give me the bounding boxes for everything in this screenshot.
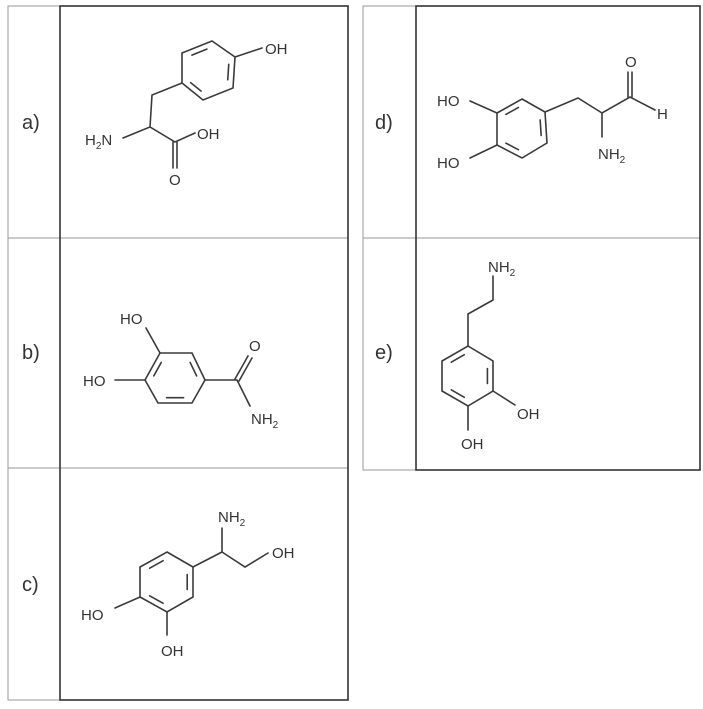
double-bond-line (450, 389, 466, 399)
hydroxyl-label: HO (81, 607, 104, 624)
double-bond-line (152, 361, 163, 377)
label-e: e) (375, 342, 393, 364)
label-b: b) (22, 342, 40, 364)
benzene-ring (496, 98, 548, 159)
bonds (114, 327, 253, 407)
hydroxyl-label: OH (161, 643, 184, 660)
hydroxyl-label: OH (461, 436, 484, 453)
hydroxyl-label: HO (437, 155, 460, 172)
right-structure-frame (415, 5, 701, 471)
bonds (122, 47, 263, 169)
amide-nh2-label: NH2 (251, 411, 279, 431)
double-bond-line (505, 106, 520, 116)
ring-outline (144, 352, 206, 404)
double-bond-line (189, 361, 198, 377)
ring-outline (139, 551, 194, 613)
hydroxyl-label: HO (120, 311, 143, 328)
hydroxyl-label: HO (83, 373, 106, 390)
ring-outline (441, 345, 494, 407)
benzene-ring (181, 40, 236, 101)
label-a: a) (22, 112, 40, 134)
molecule-e: NH2 OH OH (441, 259, 540, 453)
molecule-d: HO HO O H NH2 (437, 54, 668, 172)
hydroxyl-label: OH (265, 41, 288, 58)
carbonyl-o-label: O (625, 54, 637, 71)
bonds (469, 71, 656, 159)
benzene-ring (139, 551, 194, 613)
double-bond-line (148, 595, 164, 605)
carbonyl-o-label: O (169, 172, 181, 189)
double-bond-line (191, 48, 208, 56)
amine-label: NH2 (218, 509, 246, 529)
bonds (114, 527, 269, 636)
molecule-c: NH2 OH HO OH (81, 509, 295, 660)
double-bond-line (505, 142, 520, 151)
left-table (7, 5, 349, 701)
acid-oh-label: OH (197, 126, 220, 143)
hydroxyl-label: OH (272, 545, 295, 562)
benzene-ring (441, 345, 494, 407)
double-bond-line (189, 81, 202, 92)
amine-label: NH2 (488, 259, 516, 279)
bonds (467, 275, 516, 431)
ring-outline (181, 40, 236, 101)
molecule-a: OH H2N OH O (85, 40, 288, 189)
right-table (362, 5, 701, 471)
double-bond-line (539, 119, 542, 137)
molecule-b: HO HO O NH2 (83, 311, 279, 431)
double-bond-line (226, 63, 230, 81)
double-bond-line (450, 353, 466, 363)
benzene-ring (144, 352, 206, 404)
ring-outline (496, 98, 548, 159)
aldehyde-h-label: H (657, 106, 668, 123)
label-c: c) (22, 574, 39, 596)
hydroxyl-label: OH (517, 406, 540, 423)
label-d: d) (375, 112, 393, 134)
double-bond-line (148, 559, 164, 569)
hydroxyl-label: HO (437, 93, 460, 110)
carbonyl-o-label: O (249, 338, 261, 355)
amine-label: NH2 (598, 146, 626, 166)
amine-label: H2N (85, 132, 112, 152)
left-structure-frame (59, 5, 349, 701)
